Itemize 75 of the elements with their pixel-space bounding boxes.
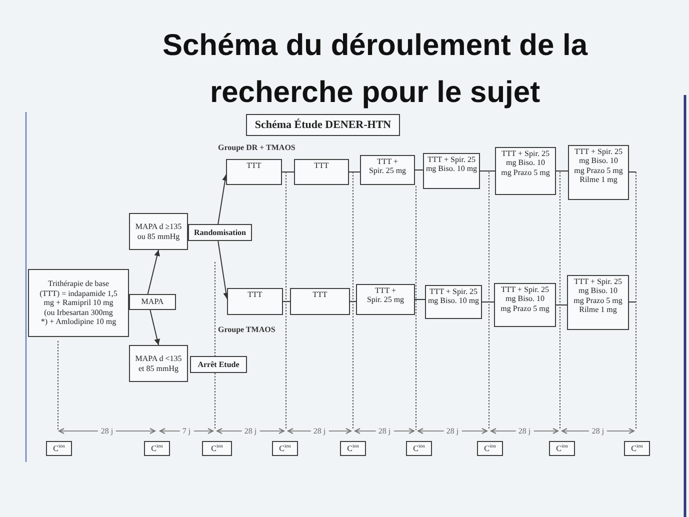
duration-label: 28 j — [443, 426, 462, 436]
duration-label: 28 j — [241, 426, 260, 436]
treatment-box — [226, 159, 282, 185]
duration-label: 28 j — [98, 426, 116, 436]
treatment-text: TTT + Spir. 25 mg Biso. 10 mg — [425, 155, 478, 174]
criterion-box — [129, 345, 188, 382]
decision-box — [188, 224, 252, 241]
treatment-box — [568, 145, 629, 200]
visit-label: C$^{ion}$ — [347, 444, 359, 454]
visit-label: C$^{ion}$ — [211, 444, 223, 454]
visit-label: C$^{ion}$ — [556, 444, 568, 454]
treatment-text: TTT — [248, 290, 262, 300]
slide-title: Schéma du déroulement de la recherche pour le sujet — [161, 28, 589, 111]
visit-box — [202, 441, 232, 456]
connector-line — [414, 299, 426, 300]
treatment-text: TTT + Spir. 25 mg — [368, 157, 408, 176]
treatment-box — [425, 285, 482, 319]
treatment-text: TTT + Spir. 25 mg Biso. 10 mg — [427, 287, 480, 306]
treatment-text: TTT + Spir. 25 mg Biso. 10 mg Prazo 5 mg Rilme 1 mg — [573, 147, 624, 185]
therapy-text: Trithérapie de base (TTT) = indapamide 1,5 mg + Ramipril 10 mg (ou Irbesartan 300mg *) + Amlodipine 10 mg — [38, 279, 118, 327]
visit-box — [340, 441, 366, 456]
treatment-box — [495, 147, 556, 195]
visit-box — [144, 441, 170, 456]
visit-label: C$^{ion}$ — [484, 444, 496, 454]
treatment-box — [294, 159, 349, 185]
title-box — [246, 114, 400, 136]
treatment-text: TTT — [246, 161, 262, 170]
decision-box — [190, 356, 247, 373]
visit-box — [272, 441, 298, 456]
arrow — [218, 174, 228, 224]
treatment-text: TTT + Spir. 25 mg Biso. 10 mg Prazo 5 mg — [500, 285, 550, 314]
criterion-box — [129, 213, 188, 250]
visit-box — [624, 441, 650, 456]
connector-line — [556, 304, 568, 306]
connector-line — [556, 170, 568, 172]
treatment-box — [227, 288, 283, 315]
arrow — [150, 310, 160, 346]
duration-label: 28 j — [515, 426, 534, 436]
treatment-text: TTT + Spir. 25 mg — [366, 286, 406, 305]
treatment-box — [360, 155, 415, 185]
treatment-box — [423, 153, 480, 189]
visit-label: C$^{ion}$ — [279, 444, 291, 454]
visit-label: C$^{ion}$ — [151, 444, 163, 454]
decision-label: Randomisation — [194, 228, 246, 238]
step-label: MAPA — [141, 297, 164, 307]
visit-box — [549, 441, 575, 456]
group-label: Groupe DR + TMAOS — [218, 143, 296, 152]
treatment-text: TTT + Spir. 25 mg Biso. 10 mg Prazo 5 mg Rilme 1 mg — [572, 277, 624, 315]
duration-label: 7 j — [179, 426, 194, 436]
treatment-text: TTT — [314, 161, 329, 170]
visit-label: C$^{ion}$ — [413, 444, 425, 454]
visit-box — [406, 441, 432, 456]
treatment-text: TTT — [312, 290, 328, 300]
treatment-box — [494, 283, 556, 327]
criterion-text: MAPA d ≥135 ou 85 mmHg — [134, 222, 183, 241]
visit-box — [46, 441, 72, 456]
step-box — [129, 294, 176, 310]
group-label: Groupe TMAOS — [218, 325, 276, 334]
criterion-text: MAPA d <135 et 85 mmHg — [134, 354, 183, 373]
treatment-text: TTT + Spir. 25 mg Biso. 10 mg Prazo 5 mg — [500, 149, 551, 178]
treatment-box — [356, 284, 415, 315]
connector-line — [480, 170, 496, 172]
visit-label: C$^{ion}$ — [53, 444, 65, 454]
decision-label: Arrêt Etude — [198, 360, 240, 370]
visit-label: C$^{ion}$ — [631, 444, 643, 454]
diagram-heading: Schéma Étude DENER-HTN — [254, 118, 392, 132]
duration-label: 28 j — [310, 426, 329, 436]
treatment-box — [290, 288, 350, 315]
therapy-box — [28, 269, 129, 337]
arrow — [218, 240, 230, 300]
arrow — [147, 250, 160, 294]
duration-label: 28 j — [375, 426, 394, 436]
treatment-box — [567, 275, 629, 330]
duration-label: 28 j — [588, 426, 608, 436]
visit-box — [477, 441, 503, 456]
